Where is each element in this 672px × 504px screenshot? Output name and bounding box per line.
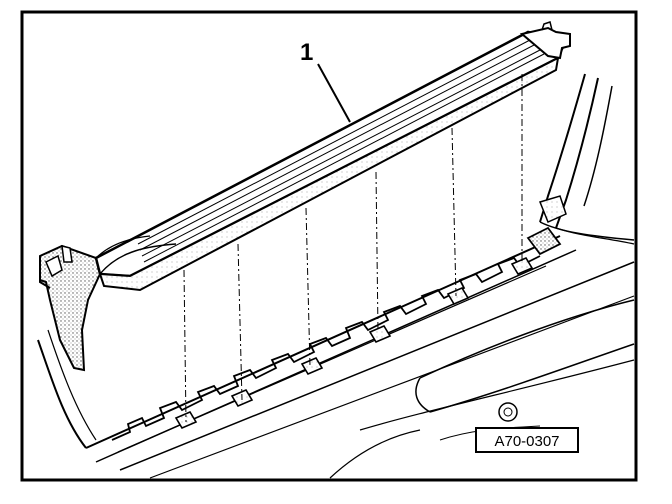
callout-leader-line: [317, 63, 351, 123]
alignment-lines: [183, 74, 523, 423]
reference-code-box: A70-0307: [475, 427, 579, 453]
sill-trim-strip: [39, 21, 571, 372]
callout-label: 1: [300, 39, 313, 66]
callout-1: 1: [300, 39, 351, 123]
reference-code: A70-0307: [494, 433, 559, 450]
vehicle-floor: [37, 73, 635, 479]
